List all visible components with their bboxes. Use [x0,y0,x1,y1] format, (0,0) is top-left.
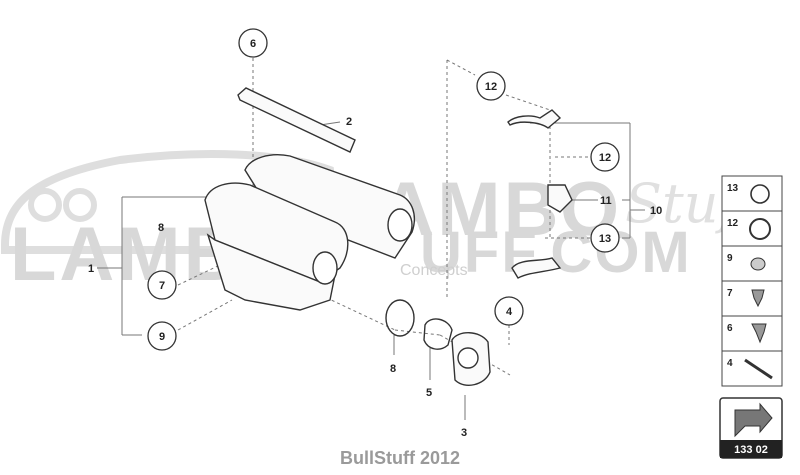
watermark-tagline: Concepts [400,262,468,279]
callout-9: 9 [147,321,177,351]
breather-hose-top [507,109,562,129]
throttle-bore [457,347,479,369]
o-ring-8 [385,299,415,337]
svg-text:6: 6 [250,38,256,50]
svg-text:7: 7 [159,280,165,292]
leader-line-12-top [505,94,551,111]
svg-text:12: 12 [599,152,611,164]
legend-row-6: 6 [727,323,767,344]
part-labels: 2 8 1 11 10 8 5 3 [88,116,662,439]
arrow-icon [734,402,773,438]
label-3: 3 [461,427,467,439]
callouts: 6 12 12 13 7 9 4 [147,28,620,351]
throttle-port-rear [387,208,413,242]
breather-hose-bottom [511,257,562,279]
hose-clamp-icon [750,184,770,204]
leader-line-top-bracket [446,59,476,76]
svg-text:12: 12 [727,218,739,229]
callout-13: 13 [590,223,620,253]
callout-4: 4 [494,296,524,326]
watermark-wheel-icon [63,188,97,222]
label-5: 5 [426,387,432,399]
label-2: 2 [346,116,352,128]
manifold-runners [206,233,336,311]
watermark-wheel-icon [28,188,62,222]
svg-text:13: 13 [727,183,739,194]
label-8-bottom: 8 [390,363,396,375]
legend-row-13: 13 [727,183,770,204]
svg-text:4: 4 [727,358,733,369]
svg-text:9: 9 [727,253,733,264]
hose-clamp-icon [749,218,771,240]
callout-12-top: 12 [476,71,506,101]
svg-text:6: 6 [727,323,733,334]
svg-text:12: 12 [485,81,497,93]
svg-text:4: 4 [506,306,513,318]
svg-text:7: 7 [727,288,733,299]
leader-line-9 [177,299,233,331]
gasket-strip [237,87,356,153]
label-11: 11 [600,195,612,207]
parts-legend: 13 12 9 7 6 4 [721,175,783,387]
label-1: 1 [88,263,94,275]
gasket-5 [423,318,453,350]
svg-text:9: 9 [159,331,165,343]
grommet-icon [750,257,766,271]
legend-row-12: 12 [727,218,771,240]
screw-icon [751,323,767,344]
throttle-port-front [312,251,338,285]
intake-plenum-rear [244,154,416,259]
label-8-top: 8 [158,222,164,234]
watermark-brand-line2-b: UFF.COM [420,220,692,285]
parts [204,87,573,386]
leader-line-7 [177,264,221,286]
bolt-icon [751,289,765,308]
legend-row-7: 7 [727,288,765,308]
intake-plenum-front [204,182,349,283]
leader-line-to-gasket [309,289,396,331]
label-10: 10 [650,205,662,217]
callout-12-mid: 12 [590,142,620,172]
page-code: 133 02 [734,444,768,456]
long-bolt-icon [744,358,773,380]
watermark-brand-line2-a: LAMB [10,212,242,297]
footer-credit: BullStuff 2012 [339,448,461,468]
page-code-box: 133 02 [719,397,783,459]
svg-text:13: 13 [599,233,611,245]
callout-7: 7 [147,270,177,300]
legend-row-9: 9 [727,253,766,271]
leader-line-to-gasket-2 [394,329,441,336]
valve-part-11 [547,184,573,213]
legend-row-4: 4 [727,358,773,380]
callout-6: 6 [238,28,268,58]
